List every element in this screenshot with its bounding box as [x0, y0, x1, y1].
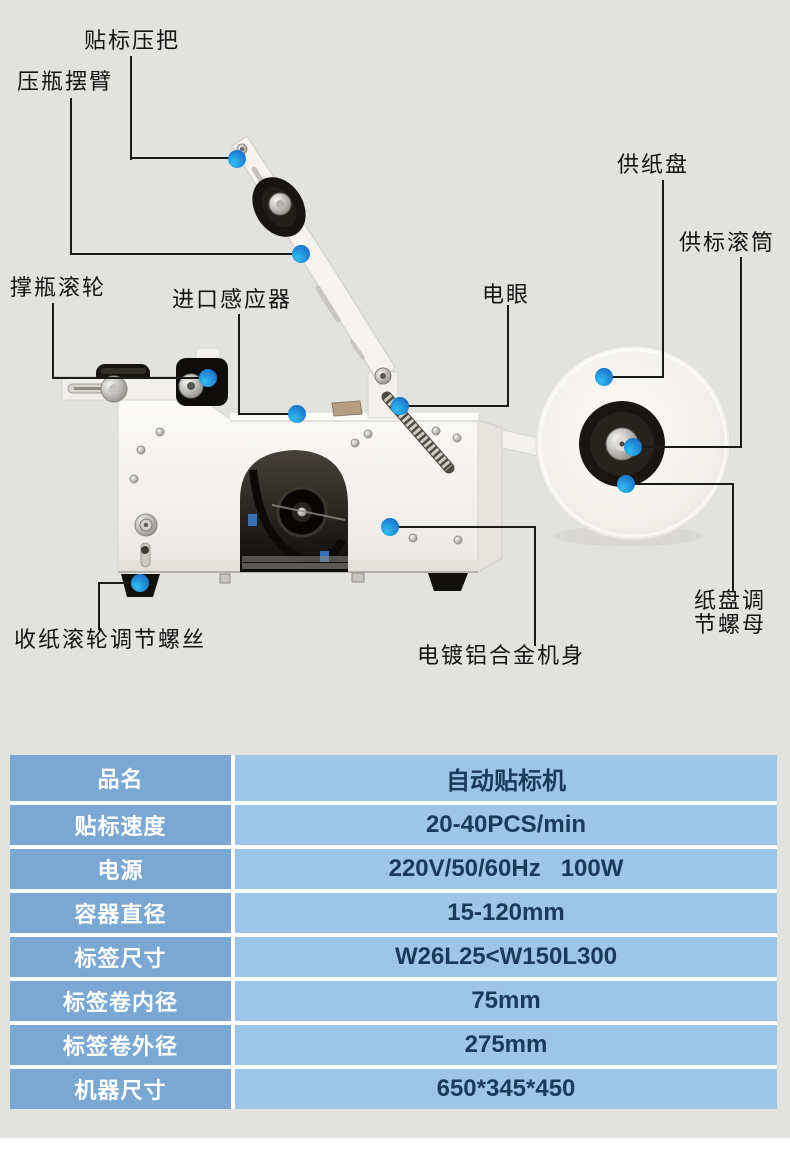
- spec-label: 标签尺寸: [10, 937, 231, 977]
- callout-line-shou-zhi-gun-lun-tiao-jie-luo-si: [98, 582, 100, 630]
- callout-label-zhi-pan-tiao-jie-luo-mu: 纸盘调节螺母: [694, 588, 767, 638]
- callout-dot-cheng-ping-gun-lun: [199, 369, 217, 387]
- callout-label-tie-biao-ya-ba: 贴标压把: [84, 28, 181, 53]
- callout-line-dian-yan: [507, 305, 509, 407]
- callout-dot-shou-zhi-gun-lun-tiao-jie-luo-si: [131, 574, 149, 592]
- machine-illustration: [53, 135, 731, 597]
- spec-row: 标签卷内径 75mm: [10, 981, 777, 1021]
- spec-label: 容器直径: [10, 893, 231, 933]
- callout-line-tie-biao-ya-ba: [130, 157, 230, 159]
- callout-dot-jin-kou-gan-ying-qi: [288, 405, 306, 423]
- callout-line-dian-du-lv-he-jin-ji-shen: [396, 526, 536, 528]
- spec-row: 贴标速度 20-40PCS/min: [10, 805, 777, 845]
- callout-label-gong-biao-gun-tong: 供标滚筒: [679, 230, 776, 255]
- callout-line-zhi-pan-tiao-jie-luo-mu: [732, 483, 734, 591]
- callout-line-jin-kou-gan-ying-qi: [238, 413, 291, 415]
- arch-opening: [240, 450, 348, 572]
- spec-value: 275mm: [235, 1025, 777, 1065]
- callout-line-cheng-ping-gun-lun: [52, 303, 54, 379]
- spec-label: 品名: [10, 755, 231, 801]
- spec-row: 容器直径 15-120mm: [10, 893, 777, 933]
- callout-line-gong-zhi-pan: [662, 180, 664, 378]
- spec-label: 贴标速度: [10, 805, 231, 845]
- callout-line-tie-biao-ya-ba: [130, 56, 132, 160]
- callout-dot-zhi-pan-tiao-jie-luo-mu: [617, 475, 635, 493]
- spec-label: 电源: [10, 849, 231, 889]
- spec-value: 自动贴标机: [235, 755, 777, 801]
- callout-line-ya-ping-bai-bi: [70, 253, 294, 255]
- rewind-roller-assembly: [53, 347, 228, 406]
- callout-line-cheng-ping-gun-lun: [52, 377, 202, 379]
- spec-label: 标签卷外径: [10, 1025, 231, 1065]
- spec-row: 电源 220V/50/60Hz 100W: [10, 849, 777, 889]
- callout-dot-ya-ping-bai-bi: [292, 245, 310, 263]
- callout-line-gong-biao-gun-tong: [640, 446, 742, 448]
- sensor-block: [331, 400, 363, 417]
- callout-line-shou-zhi-gun-lun-tiao-jie-luo-si: [98, 582, 142, 584]
- spec-label: 机器尺寸: [10, 1069, 231, 1109]
- spec-value: W26L25<W150L300: [235, 937, 777, 977]
- callout-label-shou-zhi-gun-lun-tiao-jie-luo-si: 收纸滚轮调节螺丝: [14, 627, 207, 652]
- spec-table: 品名 自动贴标机 贴标速度 20-40PCS/min 电源 220V/50/60…: [10, 755, 777, 1109]
- spec-row: 机器尺寸 650*345*450: [10, 1069, 777, 1109]
- callout-line-dian-du-lv-he-jin-ji-shen: [534, 526, 536, 646]
- spec-value: 220V/50/60Hz 100W: [235, 849, 777, 889]
- callout-label-dian-du-lv-he-jin-ji-shen: 电镀铝合金机身: [417, 643, 586, 668]
- top-deck: [230, 413, 478, 421]
- spec-value: 15-120mm: [235, 893, 777, 933]
- callout-label-gong-zhi-pan: 供纸盘: [617, 152, 690, 177]
- callout-line-gong-biao-gun-tong: [740, 257, 742, 448]
- callout-dot-gong-zhi-pan: [595, 368, 613, 386]
- spec-value: 20-40PCS/min: [235, 805, 777, 845]
- callout-label-ya-ping-bai-bi: 压瓶摆臂: [17, 69, 114, 94]
- callout-dot-gong-biao-gun-tong: [624, 438, 642, 456]
- callout-dot-tie-biao-ya-ba: [228, 150, 246, 168]
- spec-row: 标签卷外径 275mm: [10, 1025, 777, 1065]
- callout-line-zhi-pan-tiao-jie-luo-mu: [633, 483, 734, 485]
- callout-line-ya-ping-bai-bi: [70, 98, 72, 255]
- spec-value: 650*345*450: [235, 1069, 777, 1109]
- callout-line-jin-kou-gan-ying-qi: [238, 314, 240, 415]
- adjustment-port: [134, 513, 158, 568]
- spec-row: 标签尺寸 W26L25<W150L300: [10, 937, 777, 977]
- callout-line-gong-zhi-pan: [611, 376, 664, 378]
- callout-label-jin-kou-gan-ying-qi: 进口感应器: [172, 287, 293, 312]
- panel-screws: [129, 426, 463, 545]
- callout-dot-dian-du-lv-he-jin-ji-shen: [381, 518, 399, 536]
- callout-line-dian-yan: [407, 405, 509, 407]
- annotation-layer: 贴标压把压瓶摆臂撑瓶滚轮 进口感应器 电眼 供纸盘供标滚筒纸盘调节螺母收纸滚轮调节螺丝…: [10, 28, 776, 668]
- spec-value: 75mm: [235, 981, 777, 1021]
- spec-row: 品名 自动贴标机: [10, 755, 777, 801]
- spec-label: 标签卷内径: [10, 981, 231, 1021]
- callout-dot-dian-yan: [391, 397, 409, 415]
- callout-label-dian-yan: 电眼: [482, 282, 531, 307]
- callout-label-cheng-ping-gun-lun: 撑瓶滚轮: [10, 275, 107, 300]
